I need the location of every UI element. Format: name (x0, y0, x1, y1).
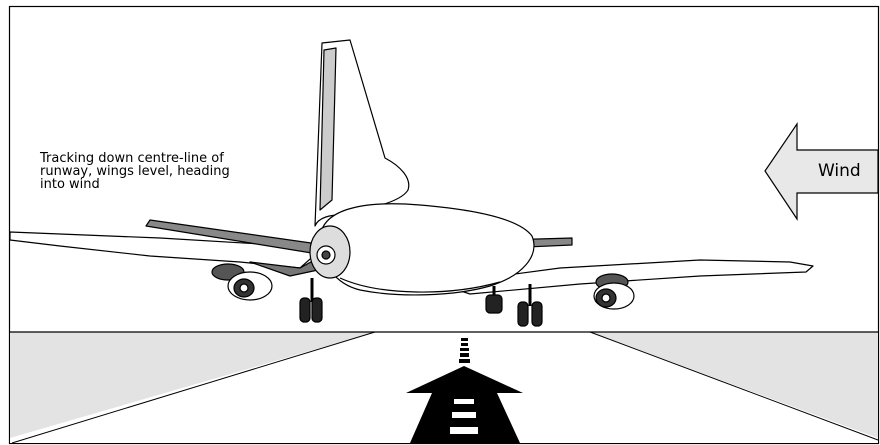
apu-exhaust-core (322, 251, 330, 259)
wind-label: Wind (818, 160, 880, 182)
caption-line-3: into wind (40, 178, 300, 191)
caption: Tracking down centre-line of runway, win… (40, 152, 300, 191)
runway (10, 332, 878, 443)
